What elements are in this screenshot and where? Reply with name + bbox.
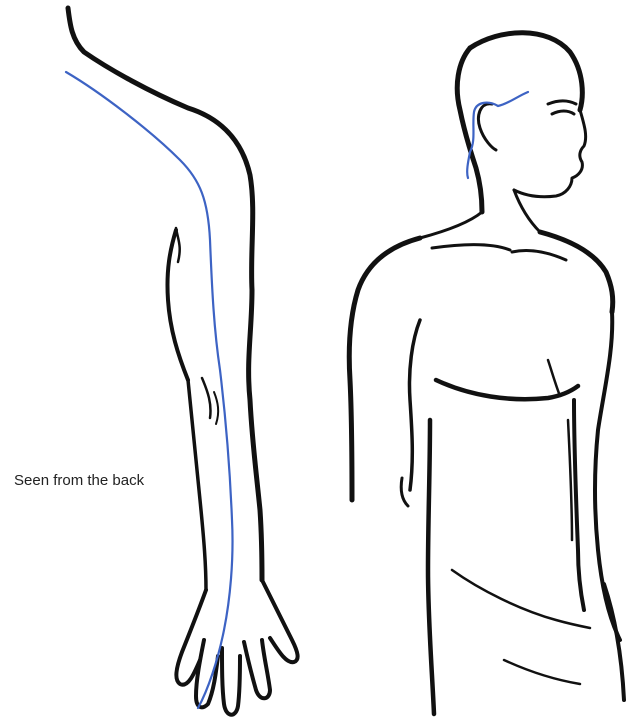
ear xyxy=(479,104,497,150)
finger-1 xyxy=(176,590,206,685)
eyebrow xyxy=(548,101,576,104)
torso-drawing xyxy=(349,33,624,714)
left-arm-inner xyxy=(409,320,420,490)
thumb-contour xyxy=(262,580,298,662)
eye xyxy=(552,111,574,114)
torso-left-side xyxy=(428,420,434,714)
deltoid-line xyxy=(176,228,180,262)
clavicle-right xyxy=(512,250,566,260)
pelvis-line xyxy=(452,570,590,628)
abdomen-line xyxy=(568,420,572,540)
head-outline xyxy=(470,33,582,110)
sternum xyxy=(548,360,560,396)
neck-back xyxy=(420,212,482,238)
shoulder-right xyxy=(540,232,613,312)
arm-drawing xyxy=(68,8,298,715)
head-back xyxy=(457,48,482,212)
finger-4 xyxy=(244,640,270,698)
clavicle-left xyxy=(432,245,510,251)
caption-text: Seen from the back xyxy=(14,472,144,489)
groin-line xyxy=(504,660,580,684)
finger-3 xyxy=(222,648,240,715)
arm-outer-contour xyxy=(68,8,262,580)
elbow-crease-2 xyxy=(214,392,218,424)
torso-right-side xyxy=(574,400,584,610)
finger-2 xyxy=(196,640,218,707)
face-profile xyxy=(514,110,586,197)
elbow-crease xyxy=(202,378,211,418)
arm-inner-contour-lower xyxy=(188,380,206,590)
left-hand-hint xyxy=(401,478,408,506)
arm-inner-contour-upper xyxy=(167,230,188,380)
